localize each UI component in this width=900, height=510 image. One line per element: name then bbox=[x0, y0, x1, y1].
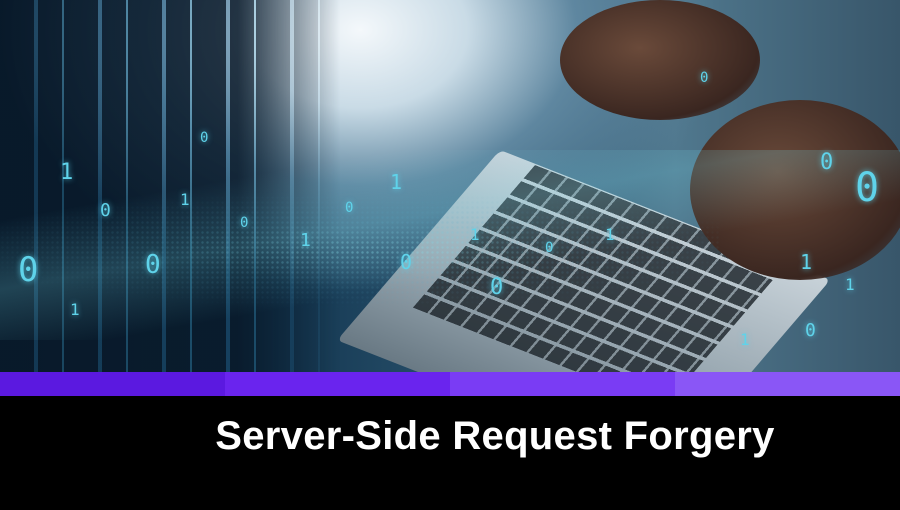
binary-digit: 0 bbox=[545, 240, 554, 256]
upper-hand bbox=[560, 0, 760, 120]
binary-digit: 0 bbox=[700, 70, 709, 86]
accent-stripe bbox=[450, 372, 675, 396]
banner-title: Server-Side Request Forgery bbox=[215, 414, 775, 458]
binary-digit: 1 bbox=[605, 225, 615, 244]
binary-digit: 1 bbox=[390, 170, 403, 194]
accent-stripe bbox=[675, 372, 900, 396]
binary-digit: 0 bbox=[400, 250, 413, 274]
binary-digit: 0 bbox=[345, 200, 354, 216]
binary-digit: 1 bbox=[470, 225, 480, 244]
accent-stripe bbox=[0, 372, 225, 396]
server-racks-background bbox=[0, 0, 340, 372]
light-swoosh bbox=[0, 150, 900, 340]
hero-photo: 0 1 0 0 1 0 1 0 1 0 1 0 0 1 1 0 0 0 1 1 … bbox=[0, 0, 900, 372]
binary-digit: 0 bbox=[200, 130, 209, 146]
binary-digit: 1 bbox=[300, 230, 311, 251]
accent-stripes bbox=[0, 372, 900, 396]
caption-bar bbox=[0, 396, 900, 510]
binary-digit: 0 bbox=[805, 320, 816, 341]
binary-digit: 0 bbox=[240, 215, 249, 231]
binary-digit: 0 bbox=[490, 275, 504, 300]
accent-stripe bbox=[225, 372, 450, 396]
binary-digit: 0 bbox=[855, 165, 880, 211]
binary-digit: 0 bbox=[100, 200, 111, 221]
binary-digit: 1 bbox=[845, 275, 855, 294]
particle-wave bbox=[0, 170, 720, 320]
binary-digit: 1 bbox=[60, 160, 74, 185]
binary-digit: 0 bbox=[18, 250, 39, 290]
binary-digit: 1 bbox=[800, 250, 813, 274]
binary-digit: 0 bbox=[145, 250, 161, 280]
lower-hand bbox=[690, 100, 900, 280]
binary-digit: 1 bbox=[70, 300, 80, 319]
binary-digit: 0 bbox=[820, 150, 834, 175]
binary-digit: 1 bbox=[180, 190, 190, 209]
binary-digit: 1 bbox=[740, 330, 750, 349]
